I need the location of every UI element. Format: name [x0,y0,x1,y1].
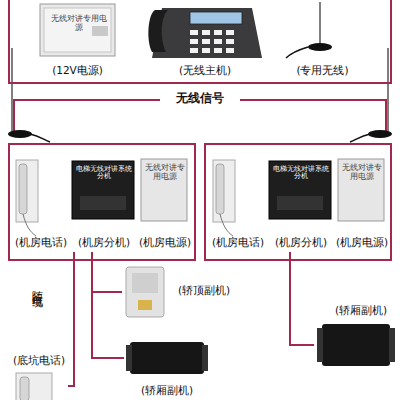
device-caption: (12V电源) [30,64,125,76]
device-box: (轿厢副机) [314,302,398,372]
device-box: (底坑电话) [10,352,68,400]
room-phone [213,160,235,236]
group-frame: (机房电话) 电梯无线对讲系统分机 (机房分机) 无线对讲专用电源 (机房电源) [8,143,196,261]
power-supply-box [40,4,115,56]
device-box: 无线对讲专用电源 (机房电源) [136,150,194,252]
cable-line [92,252,124,358]
device-label: 电梯无线对讲系统分机 [74,166,134,181]
device-box: (专用无线) [280,0,365,80]
device-box: (轿顶副机) [122,262,242,322]
device-caption: (无线主机) [145,64,265,76]
device-box: 电梯无线对讲系统分机 (机房分机) [267,150,335,252]
device-label: 无线对讲专用电源 [342,164,382,181]
device-caption: (机房分机) [70,236,138,248]
device-box: 无线对讲专用电源 (12V电源) [30,0,125,80]
device-box: (机房电话) [10,150,72,252]
cable-line [92,252,122,292]
room-power [338,159,384,221]
room-phone [16,160,38,236]
device-box: 无线对讲专用电源 (机房电源) [333,150,391,252]
device-label: 无线对讲专用电源 [145,164,185,181]
device-caption: (底坑电话) [10,354,68,366]
device-box: (无线主机) [145,0,265,80]
device-caption: (机房分机) [267,236,335,248]
antenna [286,2,332,58]
car-unit [317,324,395,366]
signal-label: 无线信号 [160,92,240,106]
cable-line [290,252,314,345]
pit-phone [16,373,52,400]
device-caption: (机房电话) [207,236,269,248]
device-caption: (机房电源) [136,236,194,248]
cable-label: 随行电缆 [30,282,43,290]
device-box: (机房电话) [207,150,269,252]
device-box: 电梯无线对讲系统分机 (机房分机) [70,150,138,252]
cable-line [68,252,74,386]
device-caption: (轿厢副机) [324,304,398,316]
host-phone [148,8,262,58]
car-top-unit [126,267,164,317]
device-label: 无线对讲专用电源 [48,14,110,32]
device-caption: (机房电话) [10,236,72,248]
room-power [141,159,187,221]
device-caption: (轿厢副机) [124,384,210,396]
device-caption: (专用无线) [280,64,365,76]
group-frame: 无线对讲专用电源 (12V电源) (无线主机) (专用无线) [8,0,392,84]
car-unit [126,342,208,374]
room-unit [269,161,331,219]
device-caption: (机房电源) [333,236,391,248]
device-label: 电梯无线对讲系统分机 [271,166,331,181]
side-antenna [8,48,392,142]
device-caption: (轿顶副机) [168,284,240,296]
group-frame: (机房电话) 电梯无线对讲系统分机 (机房分机) 无线对讲专用电源 (机房电源) [204,143,392,261]
room-unit [72,161,134,219]
device-box: (轿厢副机) [124,336,210,400]
